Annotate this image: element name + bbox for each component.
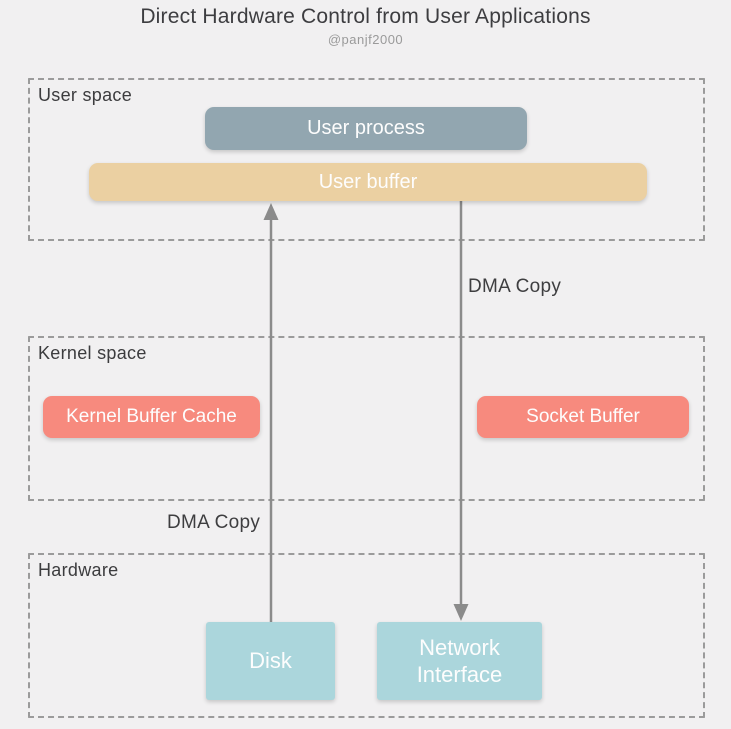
kernel-space-label: Kernel space (38, 343, 147, 363)
user-process-node: User process (205, 107, 527, 150)
network-interface-node-label: Network Interface (416, 634, 503, 688)
dma-copy-label-left: DMA Copy (167, 512, 261, 533)
socket-buffer-node: Socket Buffer (477, 396, 689, 438)
dma-copy-label-right: DMA Copy (468, 276, 562, 297)
user-buffer-node: User buffer (89, 163, 647, 201)
kernel-buffer-cache-node-label: Kernel Buffer Cache (66, 406, 237, 428)
kernel-buffer-cache-node: Kernel Buffer Cache (43, 396, 260, 438)
user-buffer-node-label: User buffer (318, 170, 418, 193)
hardware-label: Hardware (38, 560, 119, 580)
page-title: Direct Hardware Control from User Applic… (140, 5, 591, 28)
user-space-label: User space (38, 85, 133, 105)
author-handle: @panjf2000 (327, 32, 404, 47)
disk-node: Disk (206, 622, 335, 700)
kernel-space-section: Kernel space (28, 336, 705, 501)
user-process-node-label: User process (307, 117, 425, 139)
network-interface-node: Network Interface (377, 622, 542, 700)
user-space-section: User space (28, 78, 705, 241)
hardware-section: Hardware (28, 553, 705, 718)
socket-buffer-node-label: Socket Buffer (526, 406, 640, 428)
disk-node-label: Disk (249, 648, 292, 674)
